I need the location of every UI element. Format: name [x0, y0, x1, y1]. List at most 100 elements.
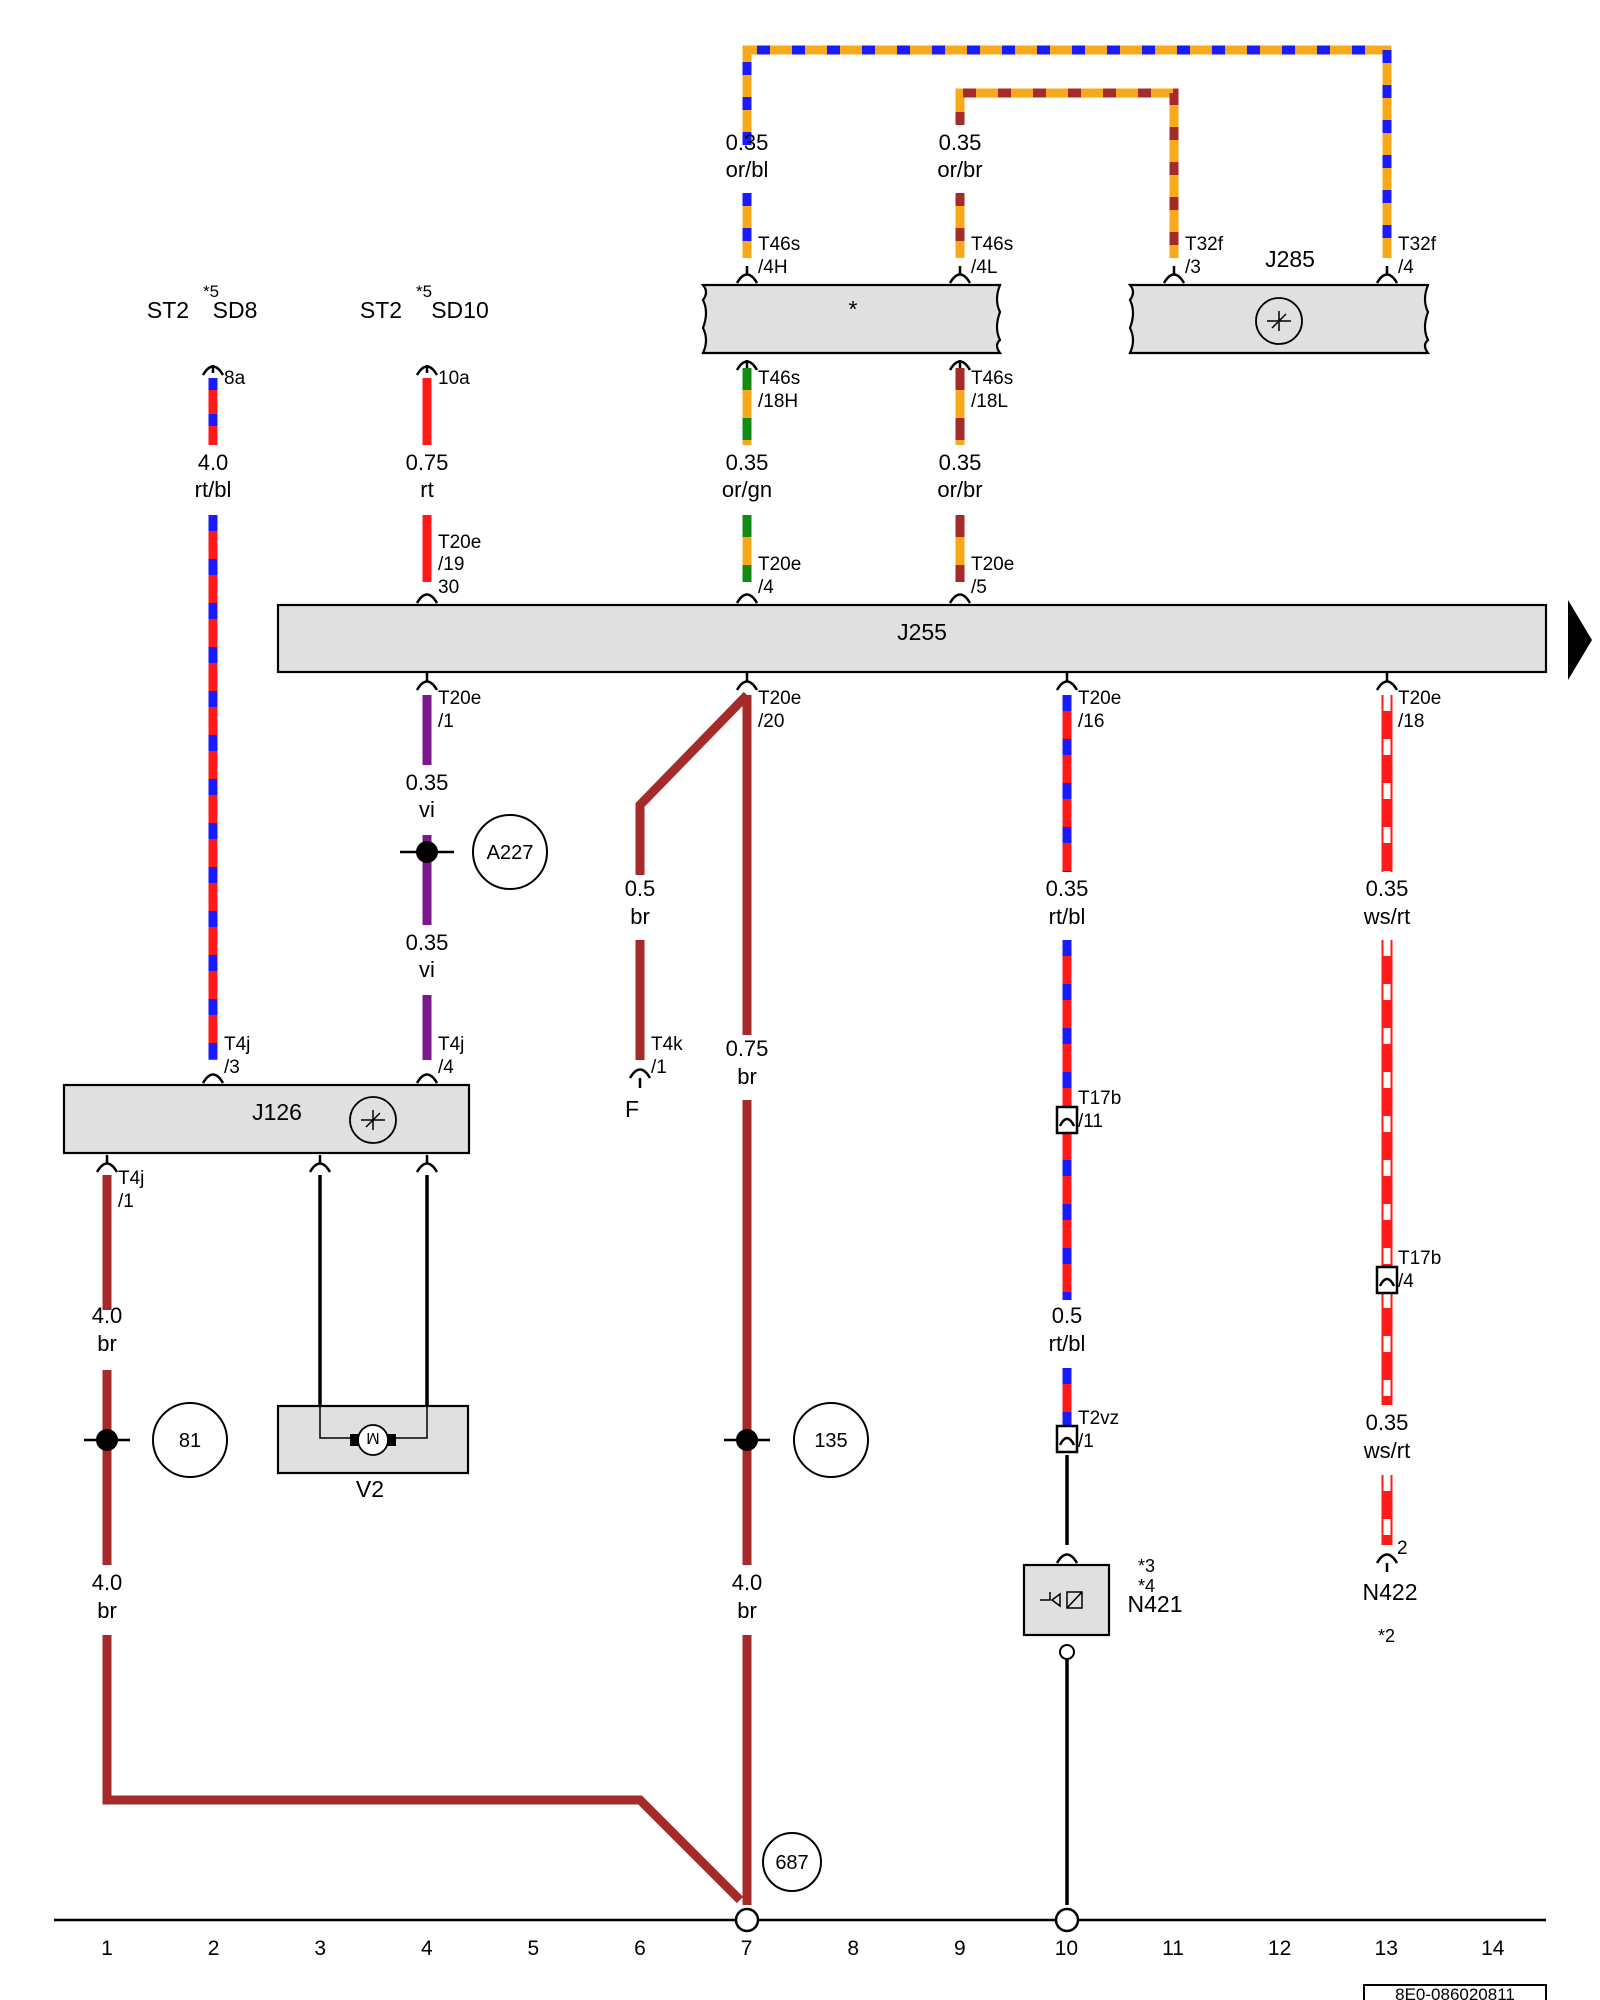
pin-num: /18L [971, 391, 1008, 412]
pin-conn: T17b [1398, 1248, 1441, 1269]
grid-number: 8 [847, 1937, 859, 1960]
motor-m-glyph: M [366, 1429, 379, 1446]
wire-color: br [737, 1064, 757, 1089]
wire-color: br [97, 1598, 117, 1623]
ground-rail [54, 1907, 1546, 1933]
pin-num: /4 [758, 577, 774, 598]
ref-687-circle [762, 1832, 822, 1892]
pin-conn: T20e [758, 554, 801, 575]
grid-number: 4 [421, 1937, 433, 1960]
j126-label: J126 [252, 1099, 302, 1125]
pin-t20e-5-icon [948, 593, 972, 604]
ref-81-label: 81 [179, 1430, 201, 1452]
pin-num: /1 [651, 1057, 667, 1078]
inline-connector-t17b-11-glyph [1058, 1117, 1076, 1127]
gateway-star-label: * [849, 296, 858, 322]
j255-box [276, 603, 1548, 674]
ref-a227-label: A227 [487, 842, 534, 864]
wire-section: 0.35 [1046, 876, 1089, 901]
n421-label: N421 [1128, 1591, 1183, 1617]
wire-section: 0.35 [406, 930, 449, 955]
n422-footnote: *2 [1378, 1626, 1395, 1646]
wire-or-bl-loop-stripe [742, 45, 1392, 258]
pin-conn: T17b [1078, 1088, 1121, 1109]
wire-color: or/gn [722, 477, 772, 502]
gateway-box [700, 283, 1003, 355]
pin-t46s-18h-icon [735, 360, 759, 371]
pin-num: /18 [1398, 711, 1424, 732]
grid-number: 13 [1375, 1937, 1398, 1960]
wire-section: 0.75 [406, 450, 449, 475]
junction-135-dot [736, 1429, 758, 1451]
pin-conn: T46s [971, 368, 1013, 389]
pin-conn: T46s [758, 234, 800, 255]
continue-arrow-icon [1568, 600, 1592, 680]
pin-num: /1 [118, 1191, 134, 1212]
pin-num: 2 [1397, 1538, 1408, 1559]
pin-t20e-19-icon [415, 593, 439, 604]
ref-135-label: 135 [814, 1430, 847, 1452]
star5-b-label: *5 [416, 282, 432, 301]
grid-number: 7 [741, 1937, 753, 1960]
wire-color: ws/rt [1363, 1438, 1410, 1463]
pin-labels: T46s /4H T46s /4L T32f /3 T32f /4 8a 10a… [118, 234, 1441, 1559]
pin-conn: T4j [118, 1168, 144, 1189]
pin-num: /11 [1078, 1111, 1103, 1132]
pin-num: /4 [1398, 257, 1414, 278]
pin-t46s-18l-icon [948, 360, 972, 371]
pin-8a-icon [201, 365, 225, 376]
pin-num: /18H [758, 391, 798, 412]
pin-num: 8a [224, 368, 246, 389]
pin-n422-2-icon [1375, 1553, 1399, 1572]
pin-t46s-4l-icon [948, 266, 972, 284]
pin-conn: T20e [1078, 688, 1121, 709]
pin-conn: T32f [1398, 234, 1437, 255]
ref-135-circle [793, 1402, 869, 1478]
wire-or-bl-loop [742, 45, 1392, 258]
pin-conn: T46s [758, 368, 800, 389]
ground-point-n421 [1054, 1907, 1080, 1933]
grid-number: 1 [101, 1937, 113, 1960]
pin-num: /20 [758, 711, 784, 732]
star5-a-label: *5 [203, 282, 219, 301]
diagram-code-box [1363, 1984, 1547, 2000]
wire-section: 4.0 [92, 1570, 123, 1595]
pin-num: /4 [438, 1057, 454, 1078]
ref-687-label: 687 [775, 1852, 808, 1874]
grid-number: 10 [1055, 1937, 1078, 1960]
pin-num: /5 [971, 577, 987, 598]
pin-conn: T32f [1185, 234, 1224, 255]
pin-t32f-4-icon [1375, 266, 1399, 284]
f-label: F [625, 1096, 639, 1122]
wire-section: 0.35 [726, 450, 769, 475]
j285-instrument-icon [1255, 297, 1303, 345]
st2-b-label: ST2 [360, 297, 402, 323]
v2-label: V2 [356, 1476, 384, 1502]
sd10-label: SD10 [431, 297, 489, 323]
pin-symbols [95, 266, 1399, 1572]
pin-t32f-3-icon [1162, 266, 1186, 284]
grid-number: 6 [634, 1937, 646, 1960]
pin-conn: T20e [1398, 688, 1441, 709]
pin-t20e-20-icon [735, 673, 759, 691]
wire-br-40-to-ground [102, 1635, 744, 1904]
grid-number: 9 [954, 1937, 966, 1960]
pin-t4j-4-icon [415, 1073, 439, 1084]
pin-conn: T20e [758, 688, 801, 709]
wire-section: 4.0 [732, 1570, 763, 1595]
wire-section: 0.5 [1052, 1303, 1083, 1328]
diagram-code: 8E0-086020811 [1395, 1985, 1515, 2000]
pin-num: /1 [438, 711, 454, 732]
junctions: A227 81 135 687 [84, 814, 869, 1892]
sd8-label: SD8 [213, 297, 258, 323]
j285-instrument-symbol [1267, 311, 1291, 331]
wire-color: br [737, 1598, 757, 1623]
wire-color: ws/rt [1363, 904, 1410, 929]
wire-section: 0.75 [726, 1036, 769, 1061]
j126-instrument-symbol [361, 1110, 385, 1130]
pin-j126-motor-b-icon [415, 1155, 439, 1173]
j126-instrument-icon [349, 1096, 397, 1144]
wire-section: 0.35 [939, 130, 982, 155]
wire-color: rt/bl [1049, 1331, 1086, 1356]
pin-num: 30 [438, 577, 459, 598]
